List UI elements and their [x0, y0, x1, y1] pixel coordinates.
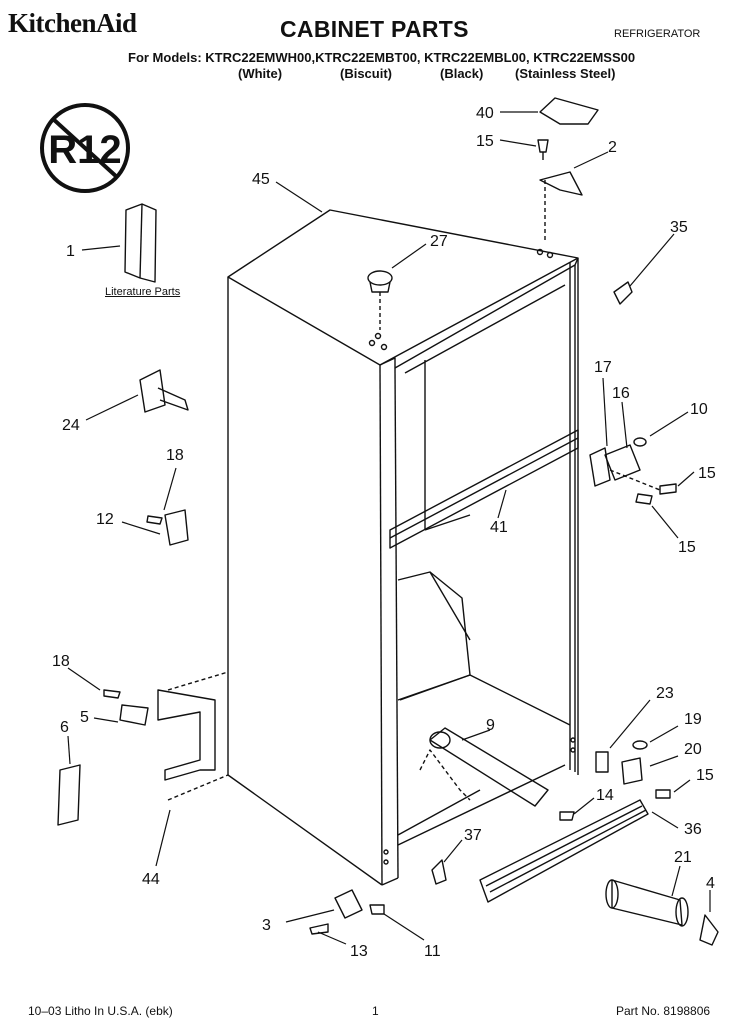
callout-21: 21 [674, 849, 692, 866]
part-36 [479, 799, 649, 903]
part-37 [431, 859, 447, 885]
callout-labels: 40 15 2 45 27 35 1 24 17 16 10 18 15 12 … [52, 105, 716, 960]
part-12 [164, 509, 189, 546]
part-9 [429, 727, 549, 807]
callout-15: 15 [678, 539, 696, 556]
callout-27: 27 [430, 233, 448, 250]
variant-black: (Black) [440, 66, 484, 81]
brand-logo: KitchenAid [8, 8, 137, 38]
part-17 [589, 447, 611, 487]
callout-41: 41 [490, 519, 508, 536]
page-title: CABINET PARTS [280, 16, 469, 42]
hinge-part [539, 171, 583, 196]
callout-23: 23 [656, 685, 674, 702]
variant-stainless: (Stainless Steel) [515, 66, 616, 81]
callout-2: 2 [608, 139, 617, 156]
part-35 [613, 281, 633, 305]
callout-15: 15 [696, 767, 714, 784]
callout-45: 45 [252, 171, 270, 188]
r12-badge: R12 [40, 103, 130, 193]
callout-37: 37 [464, 827, 482, 844]
literature-parts-label: Literature Parts [105, 286, 181, 298]
part-24 [139, 369, 166, 413]
callout-6: 6 [60, 719, 69, 736]
callout-9: 9 [486, 717, 495, 734]
part-16 [604, 444, 641, 481]
footer-print-info: 10–03 Litho In U.S.A. (ebk) [28, 1004, 173, 1018]
part-13 [309, 923, 329, 935]
callout-4: 4 [706, 875, 715, 892]
callout-20: 20 [684, 741, 702, 758]
plug-part [367, 270, 393, 286]
callout-16: 16 [612, 385, 630, 402]
cabinet-body [227, 209, 579, 886]
variant-white: (White) [238, 66, 283, 81]
callout-17: 17 [594, 359, 612, 376]
callout-5: 5 [80, 709, 89, 726]
callout-11: 11 [424, 943, 441, 960]
variant-biscuit: (Biscuit) [340, 66, 392, 81]
part-4 [699, 914, 719, 946]
callout-19: 19 [684, 711, 702, 728]
part-6 [57, 764, 81, 826]
part-5 [119, 704, 149, 726]
footer-page-number: 1 [372, 1004, 379, 1018]
part-19 [632, 740, 648, 750]
callout-3: 3 [262, 917, 271, 934]
callout-15: 15 [698, 465, 716, 482]
callout-18: 18 [52, 653, 70, 670]
callout-40: 40 [476, 105, 494, 122]
part-23 [595, 751, 609, 773]
callout-1: 1 [66, 243, 75, 260]
part-3 [334, 889, 363, 919]
footer-part-number: Part No. 8198806 [616, 1004, 711, 1018]
part-21 [611, 879, 683, 926]
top-cover-part [539, 97, 599, 125]
part-20 [621, 757, 643, 785]
callout-36: 36 [684, 821, 702, 838]
callout-15: 15 [476, 133, 494, 150]
callout-13: 13 [350, 943, 368, 960]
callout-24: 24 [62, 417, 80, 434]
callout-35: 35 [670, 219, 688, 236]
callout-18: 18 [166, 447, 184, 464]
callout-12: 12 [96, 511, 114, 528]
part-11 [369, 904, 385, 915]
r12-text: R12 [48, 128, 121, 172]
callout-14: 14 [596, 787, 614, 804]
callout-44: 44 [142, 871, 160, 888]
part-44 [157, 689, 216, 781]
appliance-category: REFRIGERATOR [614, 28, 701, 40]
model-list: For Models: KTRC22EMWH00,KTRC22EMBT00, K… [128, 50, 636, 65]
callout-10: 10 [690, 401, 708, 418]
